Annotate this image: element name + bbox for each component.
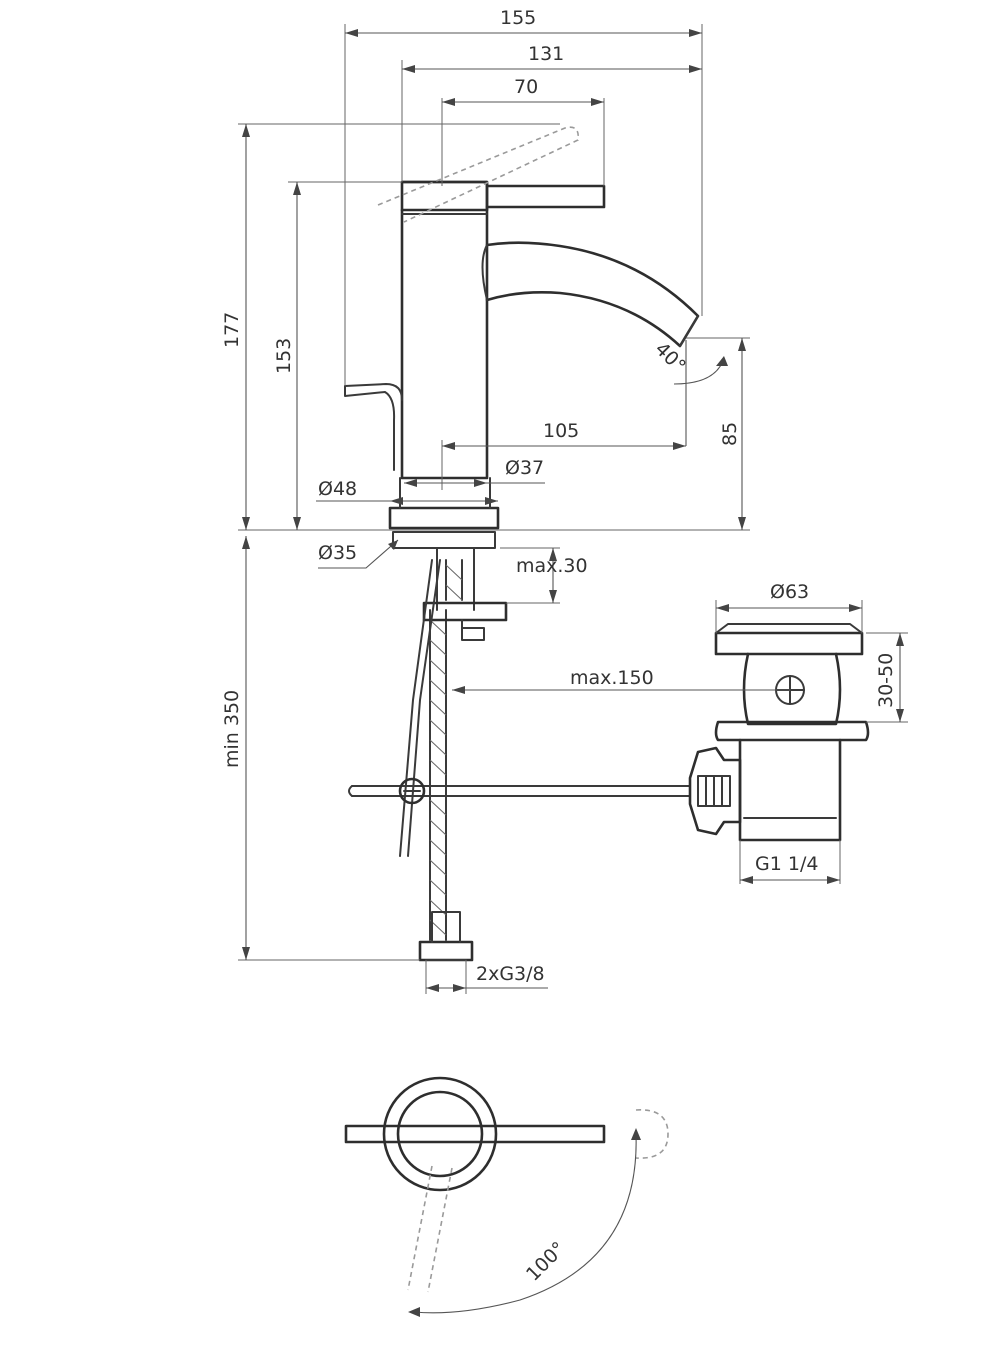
faucet-elevation xyxy=(344,126,700,549)
label-height-body: 153 xyxy=(273,338,295,374)
label-handle-rotation: 100° xyxy=(522,1238,570,1286)
label-body-to-spout: 131 xyxy=(528,43,564,65)
label-hole-diameter: Ø35 xyxy=(318,542,357,564)
label-waste-height: 30-50 xyxy=(875,653,897,708)
label-waste-thread: G1 1/4 xyxy=(755,853,818,875)
label-body-diameter: Ø48 xyxy=(318,478,357,500)
label-spout-angle: 40° xyxy=(650,338,689,377)
label-spout-reach: 105 xyxy=(543,420,579,442)
label-spout-diameter: Ø37 xyxy=(505,457,544,479)
label-min-pipe: min 350 xyxy=(221,690,243,768)
top-view xyxy=(344,1076,669,1317)
dimension-lines xyxy=(238,24,908,994)
label-waste-diameter: Ø63 xyxy=(770,581,809,603)
label-max-deck: max.30 xyxy=(516,555,588,577)
under-deck-assembly xyxy=(399,547,508,962)
dimension-labels: 155 131 70 177 153 40° 105 85 Ø37 Ø48 Ø3… xyxy=(221,7,897,1286)
label-height-handle-raised: 177 xyxy=(221,312,243,348)
label-handle-length: 70 xyxy=(514,76,538,98)
label-max-rod: max.150 xyxy=(570,667,654,689)
label-spout-height: 85 xyxy=(719,422,741,446)
label-overall-width: 155 xyxy=(500,7,536,29)
label-hose-thread: 2xG3/8 xyxy=(476,963,545,985)
